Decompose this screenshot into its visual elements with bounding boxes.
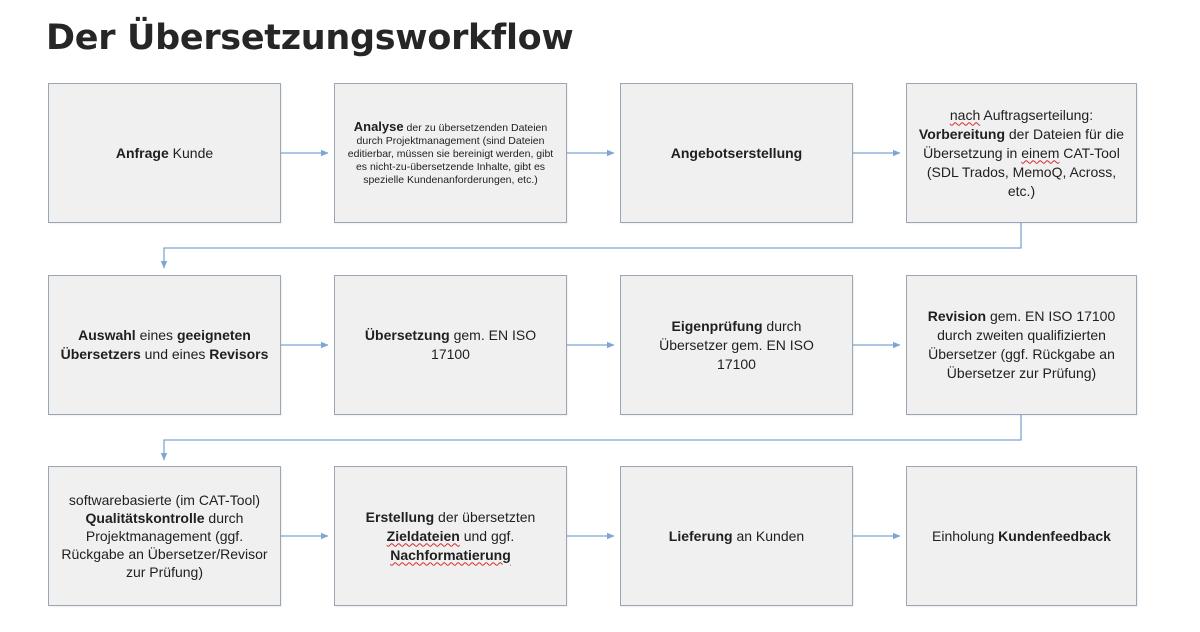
step-angebotserstellung: Angebotserstellung [620,83,853,223]
step-anfrage-text: Anfrage Kunde [115,144,214,161]
step-vorbereitung-text: nach Auftragserteilung: Vorbereitung der… [918,106,1125,199]
step-erstellung-text: Erstellung der übersetzten Zieldateien u… [365,508,536,563]
step-eigenpruefung-text: Eigenprüfung durch Übersetzer gem. EN IS… [659,317,814,372]
step-revision-text: Revision gem. EN ISO 17100 durch zweiten… [927,308,1116,381]
step-kundenfeedback: Einholung Kundenfeedback [906,466,1137,606]
page-title: Der Übersetzungsworkflow [46,18,574,58]
step-vorbereitung: nach Auftragserteilung: Vorbereitung der… [906,83,1137,223]
step-qualitaetskontrolle: softwarebasierte (im CAT-Tool) Qualitäts… [48,466,281,606]
arrow-b8-b9 [160,414,1022,461]
step-analyse-text: Analyse der zu übersetzenden Dateien dur… [347,118,554,186]
step-auswahl-text: Auswahl eines geeigneten Übersetzers und… [60,327,269,362]
arrow-b4-b5 [160,222,1022,269]
step-uebersetzung: Übersetzung gem. EN ISO 17100 [334,275,567,415]
step-uebersetzung-text: Übersetzung gem. EN ISO 17100 [364,327,537,362]
step-qualitaetskontrolle-text: softwarebasierte (im CAT-Tool) Qualitäts… [61,492,268,580]
step-analyse: Analyse der zu übersetzenden Dateien dur… [334,83,567,223]
step-kundenfeedback-text: Einholung Kundenfeedback [932,527,1111,544]
step-erstellung: Erstellung der übersetzten Zieldateien u… [334,466,567,606]
step-auswahl: Auswahl eines geeigneten Übersetzers und… [48,275,281,415]
step-angebotserstellung-text: Angebotserstellung [670,144,803,161]
step-lieferung: Lieferung an Kunden [620,466,853,606]
step-eigenpruefung: Eigenprüfung durch Übersetzer gem. EN IS… [620,275,853,415]
step-revision: Revision gem. EN ISO 17100 durch zweiten… [906,275,1137,415]
step-lieferung-text: Lieferung an Kunden [668,527,805,544]
step-anfrage: Anfrage Kunde [48,83,281,223]
